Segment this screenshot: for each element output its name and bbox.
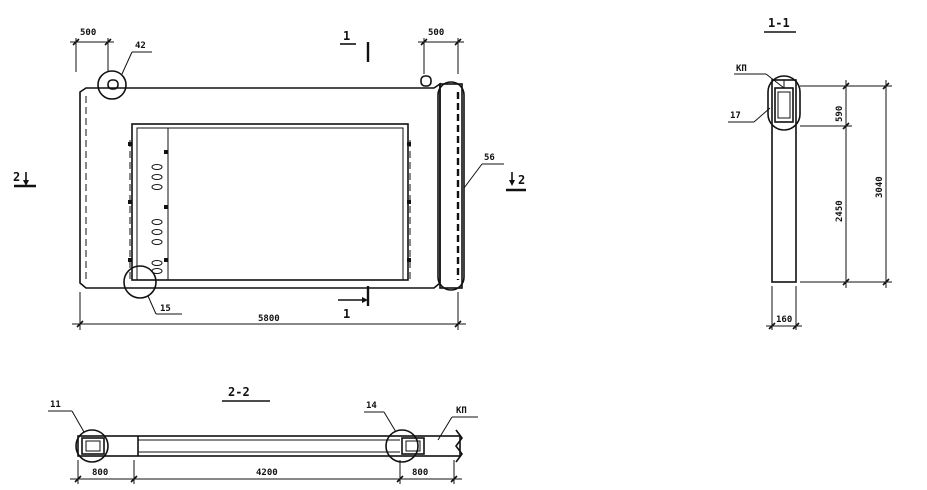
dim-500-right-label: 500 bbox=[428, 28, 444, 38]
section-1-bottom-arrowhead bbox=[362, 297, 368, 303]
callout-11-label: 11 bbox=[50, 400, 61, 410]
section-2-2-left-column bbox=[81, 437, 105, 455]
section-2-left-label: 2 bbox=[13, 170, 20, 184]
section-2-2-slab bbox=[77, 435, 461, 457]
section-1-1-title: 1-1 bbox=[768, 16, 790, 30]
section-1-1-view: 1-1 КП 17 590 2450 3040 bbox=[728, 16, 892, 330]
opening-inner bbox=[136, 127, 404, 281]
section-2-2-title: 2-2 bbox=[228, 385, 250, 399]
section-2-2-break-line bbox=[455, 429, 463, 463]
section-2-2-right-column bbox=[401, 437, 425, 455]
callout-11-leader bbox=[71, 410, 85, 433]
section-2-right-arrowhead bbox=[509, 180, 515, 186]
dim-160-label: 160 bbox=[776, 315, 792, 325]
section-2-right-label: 2 bbox=[518, 173, 525, 187]
right-column bbox=[439, 83, 463, 289]
panel-outline bbox=[79, 82, 441, 289]
lifting-loop-left bbox=[107, 79, 119, 90]
section-1-1-kp-leader bbox=[765, 73, 785, 89]
dim-2450-label: 2450 bbox=[835, 200, 845, 222]
dim-800-right-label: 800 bbox=[412, 468, 428, 478]
callout-17-leader bbox=[753, 107, 771, 123]
callout-42-circle bbox=[97, 70, 127, 100]
callout-17-ring bbox=[767, 75, 801, 131]
section-1-bottom-label: 1 bbox=[343, 307, 350, 321]
callout-42-leader bbox=[121, 51, 133, 75]
section-2-left-arrowhead bbox=[23, 180, 29, 186]
embedded-elements bbox=[151, 164, 163, 274]
callout-15-label: 15 bbox=[160, 304, 171, 314]
section-2-2-kp-label: КП bbox=[456, 406, 467, 416]
anchor-ticks bbox=[128, 142, 411, 262]
elevation-view: 42 15 56 1 1 2 2 500 bbox=[13, 28, 526, 330]
callout-15-leader bbox=[147, 295, 157, 315]
callout-11-circle bbox=[75, 429, 109, 463]
dim-5800-label: 5800 bbox=[258, 314, 280, 324]
callout-56-leader bbox=[463, 163, 483, 189]
section-1-top-label: 1 bbox=[343, 29, 350, 43]
callout-42-label: 42 bbox=[135, 41, 146, 51]
dim-800-left-label: 800 bbox=[92, 468, 108, 478]
dim-4200-label: 4200 bbox=[256, 468, 278, 478]
section-1-1-kp-label: КП bbox=[736, 64, 747, 74]
callout-15-circle bbox=[123, 265, 157, 299]
section-2-2-kp-leader bbox=[437, 416, 453, 441]
callout-56-label: 56 bbox=[484, 153, 495, 163]
lifting-loop-right bbox=[420, 75, 432, 87]
section-1-1-beam-inner bbox=[777, 91, 791, 119]
dim-3040-label: 3040 bbox=[875, 176, 885, 198]
callout-14-leader bbox=[383, 411, 397, 433]
callout-14-circle bbox=[385, 429, 419, 463]
section-2-2-view: 2-2 11 14 КП bbox=[48, 385, 478, 484]
callout-14-label: 14 bbox=[366, 401, 377, 411]
callout-56-ring bbox=[437, 81, 465, 291]
dim-500-left-label: 500 bbox=[80, 28, 96, 38]
callout-17-label: 17 bbox=[730, 111, 741, 121]
opening-frame bbox=[131, 123, 409, 281]
dim-590-label: 590 bbox=[835, 106, 845, 122]
